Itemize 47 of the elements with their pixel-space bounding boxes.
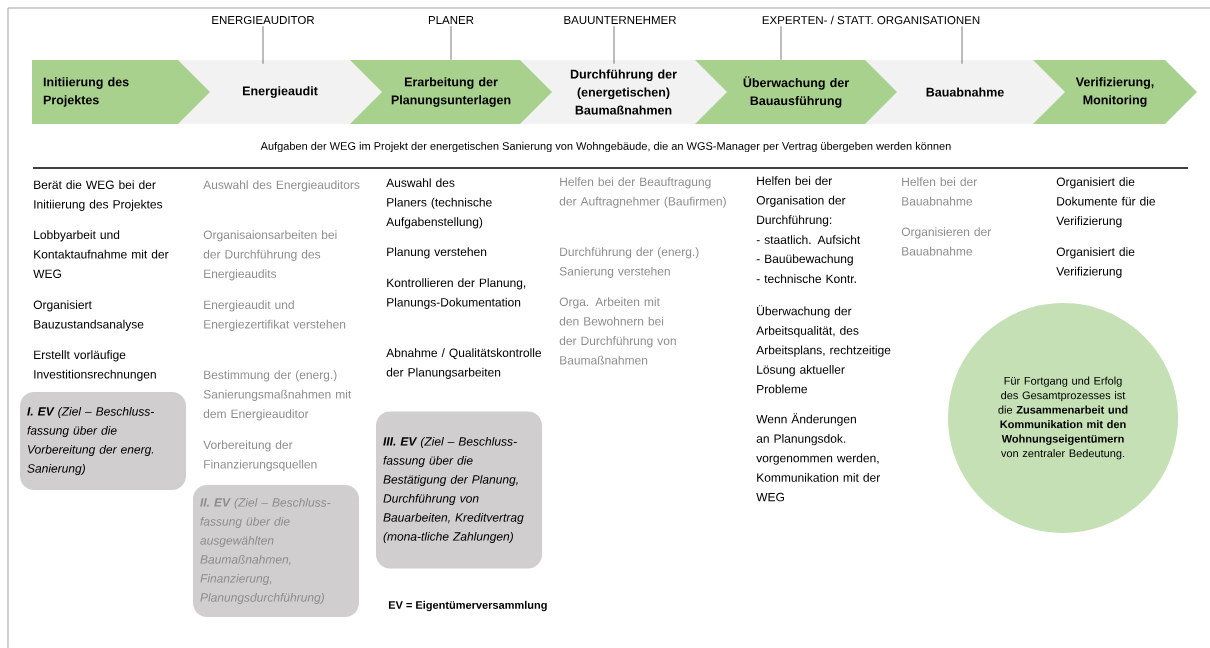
role-label: ENERGIEAUDITOR: [212, 15, 315, 25]
task-text: Durchführung der (energ.) Sanierung verstehen: [559, 247, 699, 278]
task-text: Wenn Änderungen an Planungsdok. vorgenommen werden, Kommunikation mit der WEG: [756, 413, 881, 502]
step-text: Bauabnahme: [926, 87, 1004, 97]
task-text: Überwachung der Arbeitsqualität, des Arbeitsplans, rechtzeitige Lösung aktueller Probleme: [756, 305, 891, 394]
task-text: Erstellt vorläufige Investitionsrechnungen: [34, 350, 156, 381]
task-text: Berät die WEG bei der Initiierung des Projektes: [34, 180, 163, 211]
meeting-box: I. EV (Ziel – Beschluss-fassung über die Vorbereitung der energ. Sanierung): [20, 392, 186, 490]
process-chevron: Erarbeitung der Planungsunterlagen: [350, 60, 552, 124]
leader-line: [450, 25, 452, 61]
process-chevron: Initiierung des Projektes: [32, 60, 210, 124]
task-text: Orga. Arbeiten mit den Bewohnern bei der Durchführung von Baumaßnahmen: [559, 297, 676, 365]
task-text: Energieaudit und Energiezertifikat verstehen: [204, 300, 346, 331]
task-text: Lobbyarbeit und Kontaktaufnahme mit der WEG: [33, 230, 169, 278]
task-text: - Bauübewachung: [756, 254, 853, 266]
task-text: - staatlich. Aufsicht: [756, 235, 861, 244]
legend-note: EV = Eigentümerversammlung: [388, 600, 547, 612]
step-text: Energieaudit: [243, 86, 318, 98]
task-text: Organisieren der Bauabnahme: [901, 227, 992, 256]
step-text: Durchführung der (energetischen) Baumaßnahmen: [570, 69, 677, 115]
leader-line: [961, 26, 963, 65]
task-text: Organisiert Bauzustandsanalyse: [33, 300, 144, 331]
process-chevron: Verifizierung, Monitoring: [1033, 60, 1197, 124]
subtitle-text: Aufgaben der WEG im Projekt der energetischen Sanierung von Wohngebäude, die an WGS-Manager per Vertrag übergeben werden können: [260, 141, 951, 153]
task-text: Helfen bei der Beauftragung der Auftragnehmer (Baufirmen): [559, 177, 726, 208]
role-label: BAUUNTERNEHMER: [564, 16, 676, 24]
task-text: Bestimmung der (energ.) Sanierungsmaßnahmen mit dem Energieauditor: [203, 370, 352, 421]
leader-line: [613, 25, 615, 65]
task-text: Planung verstehen: [387, 247, 487, 259]
task-text: Abnahme / Qualitätskontrolle der Planungsarbeiten: [386, 348, 542, 379]
task-text: - technische Kontr.: [756, 274, 856, 283]
task-text: Auswahl des Planers (technische Aufgabenstellung): [386, 178, 492, 229]
role-label: PLANER: [428, 16, 474, 24]
leader-line: [780, 26, 782, 61]
task-text: Kontrollieren der Planung, Planungs-Dokumentation: [387, 278, 526, 309]
meeting-box: II. EV (Ziel – Beschluss-fassung über die ausgewählten Baumaßnahmen, Finanzierung, Planungsdurchführung): [193, 485, 359, 617]
task-text: Organisiert die Verifizierung: [1056, 247, 1135, 278]
task-text: Organisiert die Dokumente für die Verifizierung: [1056, 177, 1156, 228]
meeting-box: III. EV (Ziel – Beschluss-fassung über die Bestätigung der Planung, Durchführung von Bauarbeiten, Kreditvertrag (mona-tliche Zahlungen): [376, 411, 542, 569]
task-text: Helfen bei der Bauabnahme: [902, 177, 978, 206]
task-text: Helfen bei der Organisation der Durchführung:: [756, 176, 846, 227]
leader-line: [262, 25, 264, 65]
task-text: Auswahl des Energieauditors: [203, 180, 360, 192]
task-text: Vorbereitung der Finanzierungsquellen: [203, 440, 317, 471]
task-text: Organisaionsarbeiten bei der Durchführung des Energieaudits: [203, 230, 337, 281]
process-chevron: Überwachung der Bauausführung: [695, 60, 897, 124]
role-label: EXPERTEN- / STATT. ORGANISATIONEN: [762, 15, 980, 25]
